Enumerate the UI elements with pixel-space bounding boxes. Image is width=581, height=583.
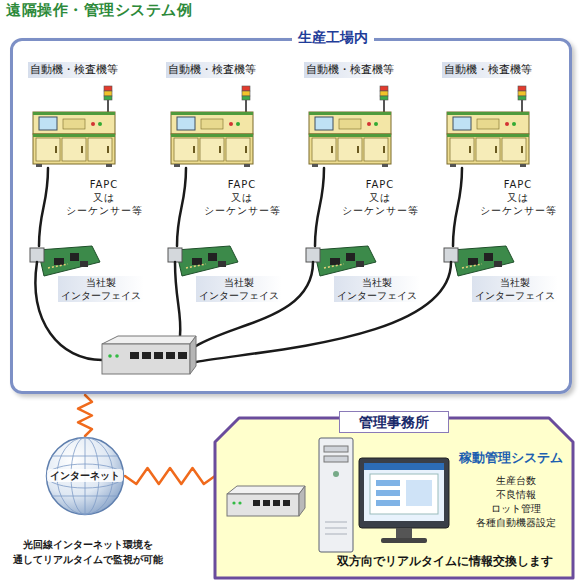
internet-caption: 光回線インターネット環境を 通してリアルタイムで監視が可能 [3, 537, 173, 567]
parallel [47, 464, 124, 488]
interface-label-slot: 当社製 インターフェイス [196, 276, 282, 302]
internet-globe: インターネット [45, 436, 125, 516]
board-picture [30, 246, 100, 276]
house-shape [215, 418, 573, 578]
interface-node: 当社製 インターフェイス [28, 246, 144, 304]
machine-cable [315, 168, 324, 246]
interface-node: 当社製 インターフェイス [304, 246, 420, 304]
internet-link [78, 395, 92, 436]
cable-label-slot: FAPC 又は シーケンサー等 [60, 178, 148, 217]
office-note-slot: 双方向でリアルタイムに情報交換します [321, 554, 569, 569]
interface-node: 当社製 インターフェイス [442, 246, 558, 304]
interface-node: 当社製 インターフェイス [166, 246, 282, 304]
machine-node: 自動機・検査機等 [166, 62, 258, 168]
internet-caption-slot: 光回線インターネット環境を 通してリアルタイムで監視が可能 [3, 537, 173, 567]
hub-port [178, 352, 187, 359]
region-title: 生産工場内 [292, 28, 374, 46]
machine-label: 自動機・検査機等 [304, 62, 396, 78]
region-title-slot: 生産工場内 [292, 28, 374, 46]
office-building: 管理事務所稼動管理システム生産台数 不良情報 ロット管理 各種自動機器設定双方向… [213, 412, 575, 580]
system-title-slot: 稼動管理システム [453, 450, 569, 466]
hub-led [108, 354, 112, 358]
globe-body [47, 438, 124, 515]
parallel [51, 456, 119, 457]
interface-label-slot: 当社製 インターフェイス [58, 276, 144, 302]
internet-label: インターネット [47, 469, 123, 482]
interface-label-slot: 当社製 インターフェイス [334, 276, 420, 302]
machine-label: 自動機・検査機等 [166, 62, 258, 78]
lan-cable [196, 262, 313, 346]
machine-label-slot: 自動機・検査機等 [442, 62, 534, 78]
hub-port [142, 352, 151, 359]
interface-label-slot: 当社製 インターフェイス [472, 276, 558, 302]
diagram-title: 遠隔操作・管理システム例 [6, 1, 192, 21]
network-hub [102, 336, 196, 374]
machine-node: 自動機・検査機等 [28, 62, 120, 168]
machine-label-slot: 自動機・検査機等 [304, 62, 396, 78]
cable-label: FAPC 又は シーケンサー等 [60, 178, 148, 217]
machine-node: 自動機・検査機等 [442, 62, 534, 168]
machine-node: 自動機・検査機等 [304, 62, 396, 168]
cable-label: FAPC 又は シーケンサー等 [474, 178, 562, 217]
system-title: 稼動管理システム [453, 450, 569, 466]
lan-cable [196, 262, 451, 362]
hub-led [115, 354, 119, 358]
board-picture [306, 246, 376, 276]
board-picture [168, 246, 238, 276]
machine-cable [177, 168, 186, 246]
cable-label: FAPC 又は シーケンサー等 [336, 178, 424, 217]
lan-cables [35, 262, 451, 362]
office-equipment [227, 438, 449, 552]
machine-label: 自動機・検査機等 [442, 62, 534, 78]
diagram-title-slot: 遠隔操作・管理システム例 [6, 1, 192, 21]
machine-picture [309, 86, 391, 167]
system-function-list: 生産台数 不良情報 ロット管理 各種自動機器設定 [471, 474, 561, 530]
interface-label: 当社製 インターフェイス [196, 276, 282, 302]
machine-label-slot: 自動機・検査機等 [166, 62, 258, 78]
cable-label: FAPC 又は シーケンサー等 [198, 178, 286, 217]
system-function-list-slot: 生産台数 不良情報 ロット管理 各種自動機器設定 [471, 474, 561, 530]
parallel [51, 496, 119, 497]
internet-link [125, 468, 215, 484]
machine-picture [33, 86, 115, 167]
interface-label: 当社製 インターフェイス [472, 276, 558, 302]
board-picture [444, 246, 514, 276]
hub-port [154, 352, 163, 359]
machine-picture [447, 86, 529, 167]
machine-cable [39, 168, 48, 246]
interface-label: 当社製 インターフェイス [58, 276, 144, 302]
internet-label-slot: インターネット [47, 469, 123, 482]
office-title-slot: 管理事務所 [339, 411, 449, 433]
office-note: 双方向でリアルタイムに情報交換します [321, 554, 569, 569]
hub-port [130, 352, 139, 359]
machine-picture [171, 86, 253, 167]
cable-label-slot: FAPC 又は シーケンサー等 [336, 178, 424, 217]
hub-top [102, 336, 196, 344]
lan-cable [175, 262, 180, 336]
machine-label-slot: 自動機・検査機等 [28, 62, 120, 78]
hub-front [102, 344, 190, 374]
hub-port [166, 352, 175, 359]
cable-label-slot: FAPC 又は シーケンサー等 [198, 178, 286, 217]
office-title: 管理事務所 [339, 411, 449, 433]
hub-side [190, 336, 196, 374]
machine-label: 自動機・検査機等 [28, 62, 120, 78]
interface-label: 当社製 インターフェイス [334, 276, 420, 302]
machine-cable [453, 168, 462, 246]
cable-label-slot: FAPC 又は シーケンサー等 [474, 178, 562, 217]
